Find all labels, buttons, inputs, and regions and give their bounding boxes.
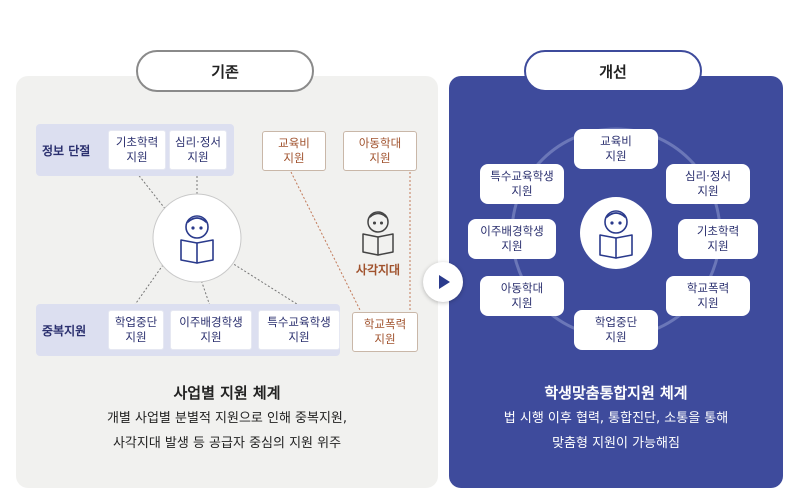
node-child-abuse: 아동학대 지원: [480, 276, 564, 316]
basic-academic-support-box: 기초학력 지원: [108, 130, 166, 170]
before-title: 사업별 지원 체계: [173, 384, 281, 402]
next-arrow-icon: [423, 262, 463, 302]
dropout-support-box: 학업중단 지원: [108, 310, 164, 350]
info-disconnect-label: 정보 단절: [42, 144, 91, 158]
node-special-ed: 특수교육학생 지원: [480, 164, 564, 204]
node-psych-emotional: 심리·정서 지원: [666, 164, 750, 204]
after-title: 학생맞춤통합지원 체계: [544, 384, 688, 402]
node-basic-academic: 기초학력 지원: [678, 219, 758, 259]
duplicate-support-label: 중복지원: [42, 324, 87, 338]
before-description: 개별 사업별 분별적 지원으로 인해 중복지원, 사각지대 발생 등 공급자 중…: [106, 411, 348, 451]
special-ed-support-box: 특수교육학생 지원: [258, 310, 340, 350]
after-label-pill: 개선: [524, 50, 702, 92]
node-dropout: 학업중단 지원: [574, 310, 658, 350]
node-education-cost: 교육비 지원: [574, 129, 658, 169]
child-abuse-support-box: 아동학대 지원: [343, 131, 417, 171]
education-cost-support-box: 교육비 지원: [262, 131, 326, 171]
psych-emotional-support-box: 심리·정서 지원: [169, 130, 227, 170]
node-school-violence: 학교폭력 지원: [666, 276, 750, 316]
after-description: 법 시행 이후 협력, 통합진단, 소통을 통해 맞춤형 지원이 가능해짐: [503, 411, 729, 451]
migrant-student-support-box: 이주배경학생 지원: [170, 310, 252, 350]
before-label-pill: 기존: [136, 50, 314, 92]
node-migrant-student: 이주배경학생 지원: [468, 219, 556, 259]
school-violence-support-box: 학교폭력 지원: [352, 312, 418, 352]
blind-spot-label: 사각지대: [355, 263, 401, 277]
